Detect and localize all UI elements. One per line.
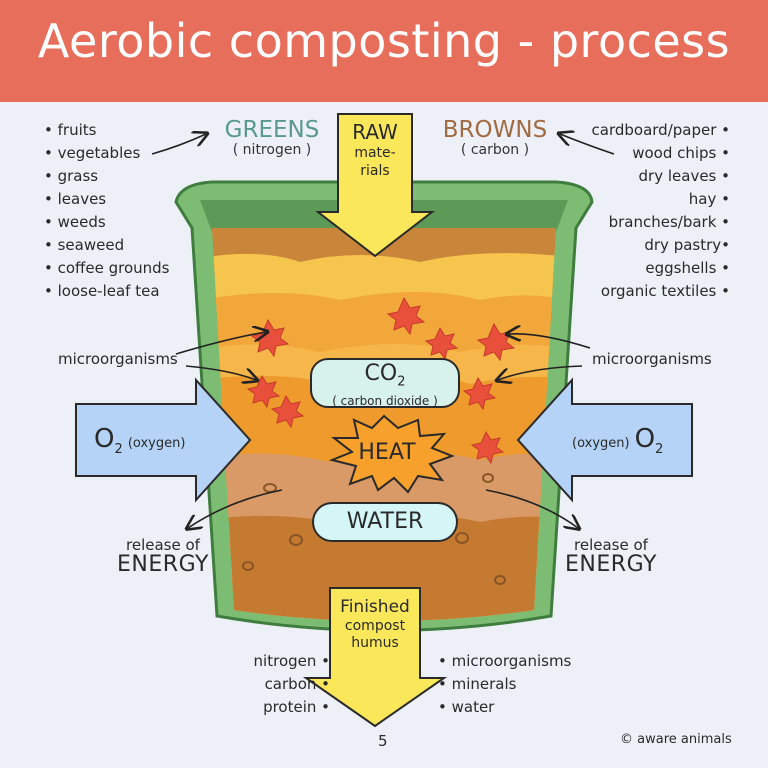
list-item: carbon • <box>236 673 330 696</box>
list-item: hay • <box>592 188 730 211</box>
heat-label: HEAT <box>352 440 422 465</box>
credit: © aware animals <box>620 732 732 747</box>
list-item: • water <box>438 696 571 719</box>
browns-title: BROWNS <box>440 118 550 142</box>
o2-name-right: (oxygen) <box>572 436 630 451</box>
page-number: 5 <box>378 732 388 750</box>
finished-label: Finished compost humus <box>330 596 420 652</box>
list-item: • coffee grounds <box>44 257 170 280</box>
list-item: wood chips • <box>592 142 730 165</box>
co2-name: ( carbon dioxide ) <box>312 394 458 408</box>
o2-formula-right: O2 <box>635 424 664 454</box>
list-item: • fruits <box>44 119 170 142</box>
list-item: organic textiles • <box>592 280 730 303</box>
energy-label-right: release of ENERGY <box>556 536 666 574</box>
raw-line1: RAW <box>338 120 412 144</box>
greens-label: GREENS ( nitrogen ) <box>222 118 322 158</box>
list-item: • minerals <box>438 673 571 696</box>
raw-line2: mate- <box>338 144 412 162</box>
finished-line2: compost <box>330 618 420 635</box>
greens-list: • fruits • vegetables • grass • leaves •… <box>44 119 170 303</box>
o2-formula-left: O2 <box>94 424 123 454</box>
browns-sub: ( carbon ) <box>440 142 550 158</box>
raw-label: RAW mate- rials <box>338 120 412 180</box>
list-item: • microorganisms <box>438 650 571 673</box>
energy-label-left: release of ENERGY <box>108 536 218 574</box>
co2-formula: CO2 <box>312 362 458 394</box>
o2-name-left: (oxygen) <box>128 436 186 451</box>
list-item: • seaweed <box>44 234 170 257</box>
energy-right-line2: ENERGY <box>556 555 666 574</box>
list-item: • weeds <box>44 211 170 234</box>
browns-label: BROWNS ( carbon ) <box>440 118 550 158</box>
list-item: • loose-leaf tea <box>44 280 170 303</box>
microorganisms-label-left: microorganisms <box>58 350 178 368</box>
list-item: eggshells • <box>592 257 730 280</box>
raw-line3: rials <box>338 162 412 180</box>
water-pill: WATER <box>312 502 458 542</box>
co2-bubble: CO2 ( carbon dioxide ) <box>310 358 460 408</box>
finished-line1: Finished <box>330 596 420 618</box>
greens-sub: ( nitrogen ) <box>222 142 322 158</box>
oxygen-label-right: (oxygen) O2 <box>572 424 663 457</box>
energy-left-line2: ENERGY <box>108 555 218 574</box>
list-item: cardboard/paper • <box>592 119 730 142</box>
list-item: nitrogen • <box>236 650 330 673</box>
list-item: dry pastry• <box>592 234 730 257</box>
finished-line3: humus <box>330 635 420 652</box>
microorganisms-label-right: microorganisms <box>592 350 712 368</box>
list-item: • leaves <box>44 188 170 211</box>
greens-title: GREENS <box>222 118 322 142</box>
list-item: dry leaves • <box>592 165 730 188</box>
list-item: protein • <box>236 696 330 719</box>
list-item: branches/bark • <box>592 211 730 234</box>
list-item: • grass <box>44 165 170 188</box>
outputs-right: • microorganisms • minerals • water <box>438 650 571 719</box>
browns-list: cardboard/paper • wood chips • dry leave… <box>592 119 730 303</box>
list-item: • vegetables <box>44 142 170 165</box>
oxygen-label-left: O2 (oxygen) <box>94 424 185 457</box>
outputs-left: nitrogen • carbon • protein • <box>236 650 330 719</box>
